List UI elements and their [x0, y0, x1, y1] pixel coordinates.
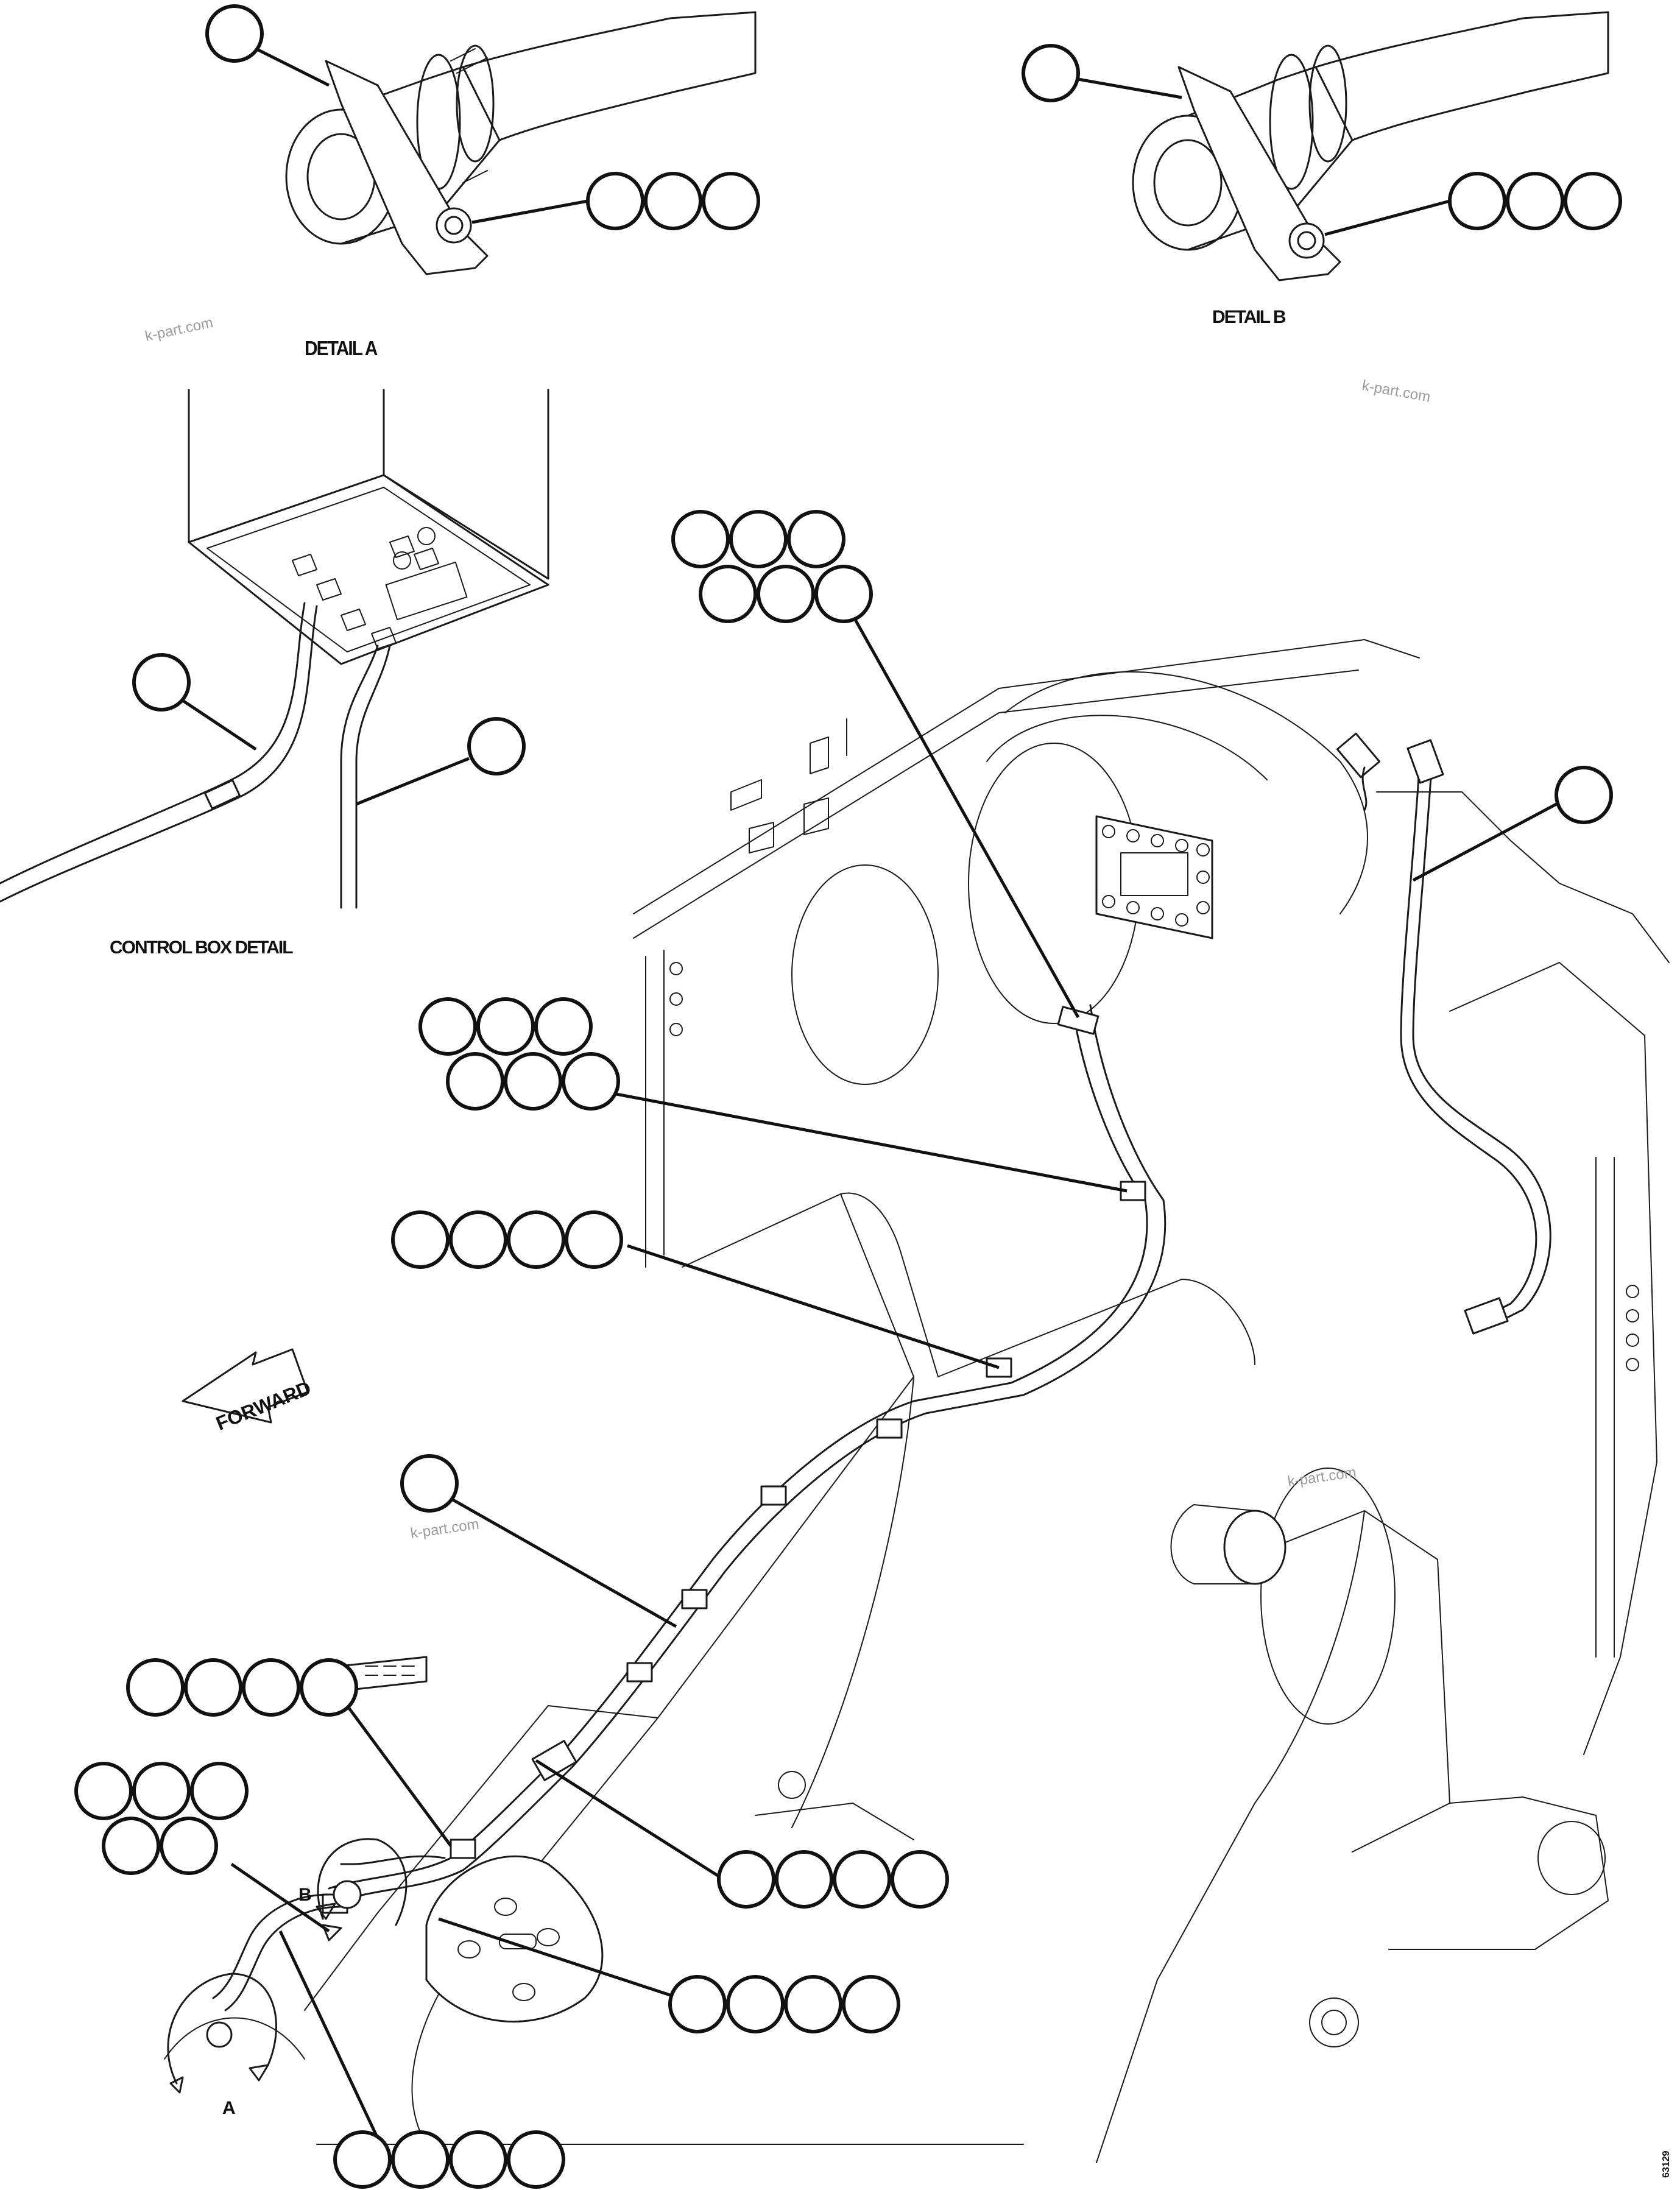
- callout-bubble: [729, 510, 788, 568]
- callout-bubble: [446, 1052, 504, 1111]
- callout-bubble: [504, 1052, 562, 1111]
- detail-a-illustration: [285, 11, 757, 275]
- callout-bubble: [102, 1817, 160, 1875]
- callout-bubble: [190, 1762, 249, 1820]
- callout-bubble: [644, 172, 702, 230]
- watermark-2: k-part.com: [1361, 377, 1431, 405]
- callout-bubble: [132, 1762, 191, 1820]
- callout-bubble: [132, 653, 191, 712]
- callout-group-detail-b-bracket: [1022, 44, 1182, 102]
- callout-bubble: [184, 1658, 242, 1717]
- machine-frame-illustration: [164, 639, 1670, 2163]
- callout-bubble: [300, 1658, 358, 1717]
- view-b-label: B: [298, 1885, 312, 1905]
- callout-bubble: [717, 1850, 775, 1909]
- callout-group-clamp-bottom: [278, 1930, 565, 2189]
- callout-bubble: [205, 4, 264, 63]
- watermark-3: k-part.com: [1286, 1464, 1357, 1490]
- callout-group-clamp-left-stack: [74, 1762, 330, 1933]
- callout-bubble: [507, 2130, 565, 2189]
- callout-bubble: [702, 172, 760, 230]
- callout-group-detail-b-bolt: [1324, 172, 1622, 236]
- callout-bubble: [833, 1850, 891, 1909]
- callout-group-harness-main: [400, 1454, 677, 1628]
- callout-group-clamp-lower-left: [126, 1658, 453, 1847]
- callout-bubble: [507, 1210, 565, 1269]
- control-box-caption: CONTROL BOX DETAIL: [110, 938, 293, 958]
- callout-bubble: [757, 565, 815, 623]
- callout-bubble: [814, 565, 873, 623]
- control-box-illustration: [0, 389, 549, 909]
- callout-bubble: [671, 510, 730, 568]
- callout-bubble: [476, 997, 535, 1056]
- callout-group-clamp-front: [438, 1917, 900, 2033]
- callout-bubble: [126, 1658, 185, 1717]
- callout-group-control-box-harness-right: [356, 717, 526, 806]
- watermark-1: k-part.com: [144, 314, 214, 345]
- callout-bubble: [1506, 172, 1564, 230]
- callout-group-control-box-harness-left: [132, 653, 257, 751]
- callout-bubble: [784, 1975, 842, 2033]
- callout-bubble: [726, 1975, 785, 2033]
- callout-group-clamp-lower-right: [535, 1759, 949, 1909]
- callout-bubble: [391, 1210, 450, 1269]
- callout-bubble: [775, 1850, 833, 1909]
- detail-b-caption: DETAIL B: [1212, 307, 1286, 327]
- drawing-number: 63129: [1661, 2150, 1671, 2178]
- view-a-label: A: [222, 2098, 236, 2118]
- callout-bubble: [74, 1762, 133, 1820]
- callout-bubble: [333, 2130, 392, 2189]
- callout-bubble: [586, 172, 644, 230]
- main-harness: [212, 732, 1551, 2012]
- callout-group-detail-a-bracket: [205, 4, 330, 87]
- callout-bubble: [418, 997, 477, 1056]
- callout-bubble: [891, 1850, 949, 1909]
- view-marker-a: [167, 1973, 277, 2094]
- callout-bubble: [1564, 172, 1622, 230]
- callout-bubble: [565, 1210, 623, 1269]
- callout-bubble: [668, 1975, 727, 2033]
- watermark-4: k-part.com: [409, 1516, 480, 1542]
- callout-group-clamp-mid: [418, 997, 1128, 1193]
- callout-group-clamp-frame: [391, 1210, 1000, 1369]
- callout-bubble: [1022, 44, 1080, 102]
- callout-group-clip-top: [671, 510, 1080, 1019]
- callout-bubble: [391, 2130, 450, 2189]
- callout-bubble: [842, 1975, 900, 2033]
- callout-bubble: [1448, 172, 1506, 230]
- callout-bubble: [562, 1052, 620, 1111]
- callout-bubble: [534, 997, 593, 1056]
- callout-group-detail-a-bolt: [471, 172, 760, 230]
- callout-bubble: [467, 717, 526, 775]
- detail-a-caption: DETAIL A: [305, 337, 378, 360]
- detail-b-illustration: [1132, 11, 1609, 281]
- view-marker-b: [316, 1838, 408, 1941]
- callout-bubble: [449, 1210, 507, 1269]
- callout-bubble: [1555, 766, 1613, 824]
- callout-bubble: [699, 565, 757, 623]
- forward-arrow: [182, 1348, 309, 1424]
- callout-bubble: [160, 1817, 218, 1875]
- callout-bubble: [242, 1658, 300, 1717]
- callout-bubble: [449, 2130, 507, 2189]
- callout-group-connector-right: [1412, 766, 1613, 882]
- callout-bubble: [400, 1454, 459, 1513]
- callout-bubble: [787, 510, 845, 568]
